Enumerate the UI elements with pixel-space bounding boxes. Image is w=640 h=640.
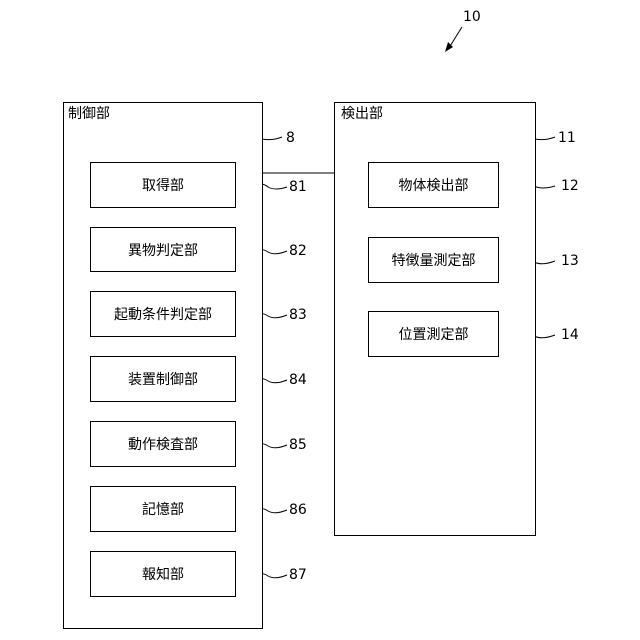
detection-unit-title: 検出部 [341, 106, 383, 122]
control-item-acquisition-ref: 81 [289, 179, 307, 195]
control-item-start-condition-judge: 起動条件判定部 [90, 291, 236, 337]
detection-item-object-detection: 物体検出部 [368, 162, 499, 208]
leader-11 [535, 137, 555, 140]
detection-item-object-detection-ref: 12 [561, 178, 579, 194]
control-unit-title: 制御部 [68, 106, 110, 122]
figure-pointer-arrow [449, 27, 462, 48]
control-item-device-control-ref: 84 [289, 372, 307, 388]
control-item-acquisition: 取得部 [90, 162, 236, 208]
control-item-foreign-object-judge: 異物判定部 [90, 227, 236, 272]
control-item-storage: 記憶部 [90, 486, 236, 532]
control-item-device-control: 装置制御部 [90, 356, 236, 402]
control-item-operation-check-ref: 85 [289, 437, 307, 453]
control-item-storage-ref: 86 [289, 502, 307, 518]
leader-8 [262, 137, 282, 140]
control-item-notification: 報知部 [90, 551, 236, 597]
figure-ref-label: 10 [463, 9, 481, 25]
control-item-operation-check: 動作検査部 [90, 421, 236, 467]
control-item-foreign-object-judge-ref: 82 [289, 243, 307, 259]
control-unit-ref: 8 [286, 130, 295, 146]
control-item-notification-ref: 87 [289, 567, 307, 583]
detection-unit-ref: 11 [558, 130, 576, 146]
control-item-start-condition-judge-ref: 83 [289, 307, 307, 323]
detection-item-feature-measurement-ref: 13 [561, 253, 579, 269]
detection-item-feature-measurement: 特徴量測定部 [368, 237, 499, 283]
detection-item-position-measurement-ref: 14 [561, 327, 579, 343]
detection-item-position-measurement: 位置測定部 [368, 311, 499, 357]
